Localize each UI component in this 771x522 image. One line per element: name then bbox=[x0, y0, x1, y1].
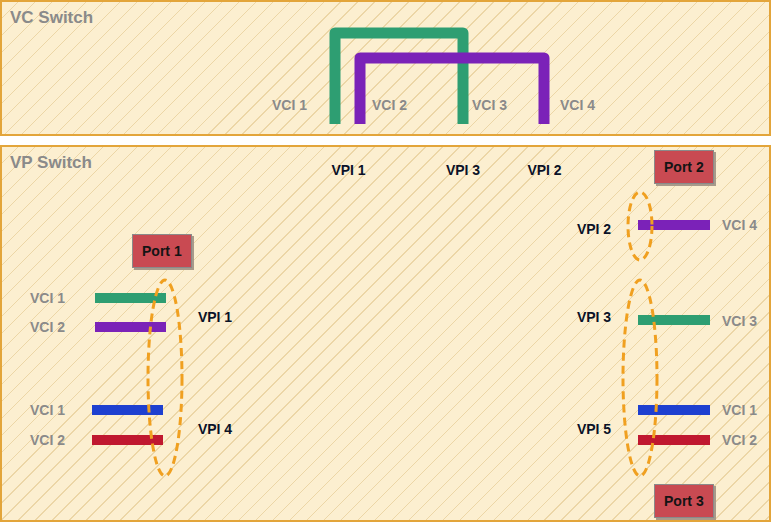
port-box: Port 3 bbox=[654, 484, 714, 518]
pipe-body bbox=[434, 124, 642, 347]
band-title: VC Switch bbox=[10, 8, 93, 28]
vpi-label: VPI 2 bbox=[577, 221, 611, 237]
vci-label: VCI 2 bbox=[30, 432, 65, 448]
label-anchor: VCI 2 bbox=[30, 431, 65, 449]
vpi-label: VPI 4 bbox=[198, 421, 232, 437]
pipe-end bbox=[158, 287, 176, 347]
vci-wire bbox=[638, 435, 710, 445]
pipe-opening bbox=[434, 124, 492, 140]
vc-switch-band: VC Switch bbox=[0, 0, 771, 136]
vpi-label: VPI 1 bbox=[198, 309, 232, 325]
vpi-label: VPI 5 bbox=[577, 421, 611, 437]
vci-wire bbox=[638, 220, 710, 230]
vci-label: VCI 1 bbox=[30, 402, 65, 418]
text-anchor: VPI 5 bbox=[577, 420, 611, 438]
pipe-body bbox=[167, 398, 642, 460]
vci-label: VCI 1 bbox=[722, 402, 757, 418]
label-anchor: VCI 1 bbox=[30, 289, 65, 307]
vci-label: VCI 3 bbox=[722, 313, 757, 329]
port-label: Port 1 bbox=[142, 243, 182, 259]
text-anchor: VPI 3 bbox=[577, 308, 611, 326]
vci-label: VCI 1 bbox=[272, 97, 307, 113]
pipe-opening bbox=[517, 124, 572, 140]
vpi-label: VPI 3 bbox=[446, 162, 480, 178]
vci-wire bbox=[92, 405, 163, 415]
label-anchor: VCI 3 bbox=[722, 312, 757, 330]
text-anchor: VPI 2 bbox=[527, 161, 561, 179]
pipe-body bbox=[167, 124, 377, 347]
pipe-opening bbox=[320, 124, 377, 140]
pipe-body bbox=[517, 124, 642, 257]
vpi-label: VPI 2 bbox=[527, 162, 561, 178]
vci-wire bbox=[638, 405, 710, 415]
text-anchor: VPI 2 bbox=[577, 220, 611, 238]
label-anchor: VCI 2 bbox=[372, 96, 407, 114]
label-anchor: VCI 4 bbox=[722, 216, 757, 234]
band-title: VP Switch bbox=[10, 153, 92, 173]
label-anchor: VCI 4 bbox=[560, 96, 595, 114]
vci-label: VCI 2 bbox=[372, 97, 407, 113]
vci-wire bbox=[638, 315, 710, 325]
label-anchor: VCI 3 bbox=[472, 96, 507, 114]
vci-label: VCI 3 bbox=[472, 97, 507, 113]
vci-label: VCI 4 bbox=[722, 217, 757, 233]
vpi-label: VPI 1 bbox=[331, 162, 365, 178]
vpi-label: VPI 3 bbox=[577, 309, 611, 325]
vp-switch-band: VP SwitchPort 1 VPI 1 VPI 1 VPI 3 VPI 3 VPI 2… bbox=[0, 145, 771, 522]
label-anchor: VCI 1 bbox=[722, 401, 757, 419]
vci-label: VCI 2 bbox=[722, 432, 757, 448]
vci-label: VCI 1 bbox=[30, 290, 65, 306]
text-anchor: VPI 4 bbox=[198, 420, 232, 438]
vci-label: VCI 2 bbox=[30, 319, 65, 335]
pipe-end bbox=[633, 398, 651, 460]
port-label: Port 3 bbox=[664, 493, 704, 509]
pipe-end bbox=[633, 287, 651, 347]
vci-label: VCI 4 bbox=[560, 97, 595, 113]
label-anchor: VCI 1 bbox=[272, 96, 307, 114]
pipe-end bbox=[634, 200, 650, 257]
pipe-end bbox=[158, 398, 176, 460]
vci-wire bbox=[95, 322, 166, 332]
label-anchor: VCI 1 bbox=[30, 401, 65, 419]
text-anchor: VPI 1 bbox=[331, 161, 365, 179]
port-label: Port 2 bbox=[664, 159, 704, 175]
port-box: Port 2 bbox=[654, 150, 714, 184]
text-anchor: VPI 1 bbox=[198, 308, 232, 326]
label-anchor: VCI 2 bbox=[722, 431, 757, 449]
text-anchor: VPI 3 bbox=[446, 161, 480, 179]
port-box: Port 1 bbox=[132, 234, 192, 268]
label-anchor: VCI 2 bbox=[30, 318, 65, 336]
